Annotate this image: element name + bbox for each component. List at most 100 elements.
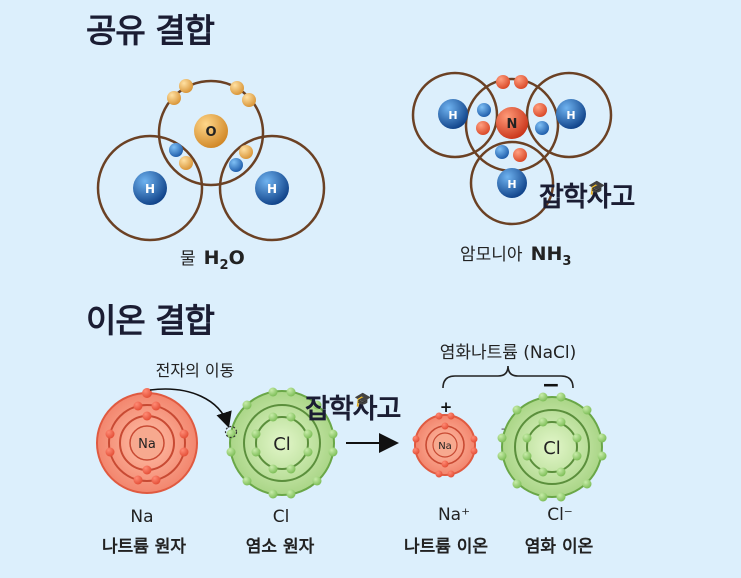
electron [286, 387, 296, 397]
sodium-ion-nucleus [432, 432, 458, 458]
sodium-ion-symbol-caption: Na⁺ [437, 505, 471, 525]
electron [495, 145, 509, 159]
hydrogen-shell-right [525, 71, 613, 159]
chlorine-atom: Cl [224, 387, 338, 499]
electron [312, 476, 322, 486]
electron [556, 417, 566, 427]
oxygen-nucleus [194, 114, 228, 148]
electron [512, 405, 522, 415]
water-formula: H [203, 247, 220, 269]
graduation-cap-icon: 🎓 [354, 392, 371, 408]
electron [229, 158, 243, 172]
electron [226, 429, 236, 439]
electron [538, 492, 548, 502]
electron [572, 451, 582, 461]
chlorine-middle-shell [243, 404, 321, 482]
electron [230, 81, 244, 95]
electron [286, 412, 296, 422]
electron [441, 422, 449, 430]
electron [412, 435, 420, 443]
electron [538, 417, 548, 427]
chlorine-inner-shell [255, 416, 309, 470]
compound-label: 염화나트륨 (NaCl) [440, 343, 577, 363]
chloride-ion-symbol-caption: Cl⁻ [547, 505, 573, 525]
electron [268, 489, 278, 499]
electron [556, 492, 566, 502]
chloride-outer-shell [501, 396, 603, 498]
electron-transfer-arrow [149, 388, 232, 429]
electron [328, 447, 338, 457]
electron [572, 433, 582, 443]
water-formula-tail: O [228, 247, 245, 269]
chloride-ion-name: 염화 이온 [524, 537, 594, 557]
hydrogen-symbol-left: H [145, 182, 155, 196]
sodium-nucleus [129, 425, 165, 461]
sodium-atom-symbol-caption: Na [130, 507, 154, 527]
electron [582, 479, 592, 489]
electron [303, 429, 313, 439]
hydrogen-symbol-right: H [267, 182, 277, 196]
hydrogen-shell-left [96, 134, 204, 242]
sodium-atom-name: 나트륨 원자 [101, 537, 187, 557]
electron [179, 156, 193, 170]
electron [142, 465, 152, 475]
electron [412, 447, 420, 455]
electron [251, 447, 261, 457]
electron [535, 121, 549, 135]
water-label-korean: 물 [180, 249, 196, 269]
oxygen-symbol: O [205, 125, 216, 140]
ammonia-molecule: N H H H [411, 71, 613, 226]
chloride-inner-shell [526, 421, 578, 473]
sodium-ion: Na + [412, 398, 478, 478]
hydrogen-nucleus-left [438, 99, 468, 129]
electron [522, 433, 532, 443]
electron [556, 467, 566, 477]
electron [286, 464, 296, 474]
covalent-bond-title: 공유 결합 [86, 11, 215, 50]
electron [151, 475, 161, 485]
sodium-symbol: Na [138, 437, 156, 452]
watermark-logo: 잡학사고🎓 [539, 175, 651, 214]
electron [435, 470, 443, 478]
nitrogen-symbol: N [507, 117, 518, 132]
hydrogen-nucleus-right [556, 99, 586, 129]
electron [105, 447, 115, 457]
valence-electron [142, 388, 152, 398]
electron-transfer-label: 전자의 이동 [156, 361, 235, 380]
electron [582, 405, 592, 415]
water-formula-subscript: 2 [219, 257, 229, 273]
hydrogen-shell-bottom [469, 140, 555, 226]
electron [286, 489, 296, 499]
chloride-symbol: Cl [543, 438, 561, 459]
electron [268, 387, 278, 397]
electron [151, 401, 161, 411]
electron [312, 400, 322, 410]
electron [512, 479, 522, 489]
sodium-middle-shell [108, 404, 186, 482]
electron [303, 447, 313, 457]
electron [133, 401, 143, 411]
sodium-ion-name: 나트륨 이온 [403, 537, 489, 557]
electron [497, 451, 507, 461]
electron [556, 392, 566, 402]
electron [179, 447, 189, 457]
chloride-middle-shell [514, 409, 590, 485]
ionic-bond-title: 이온 결합 [86, 301, 215, 340]
watermark-text: 잡학사고 [305, 394, 401, 425]
ammonia-formula-subscript: 3 [562, 253, 572, 269]
electron [167, 91, 181, 105]
electron [597, 451, 607, 461]
hydrogen-nucleus-left [133, 171, 167, 205]
electron [133, 475, 143, 485]
electron [497, 433, 507, 443]
chlorine-atom-name: 염소 원자 [245, 537, 315, 557]
incoming-electron-slot [224, 425, 238, 439]
sodium-ion-symbol: Na [438, 441, 452, 452]
electron [142, 411, 152, 421]
watermark-text: 잡학사고 [539, 182, 635, 213]
electron [477, 103, 491, 117]
ammonia-label-korean: 암모니아 [460, 245, 523, 265]
graduation-cap-icon: 🎓 [588, 180, 605, 196]
